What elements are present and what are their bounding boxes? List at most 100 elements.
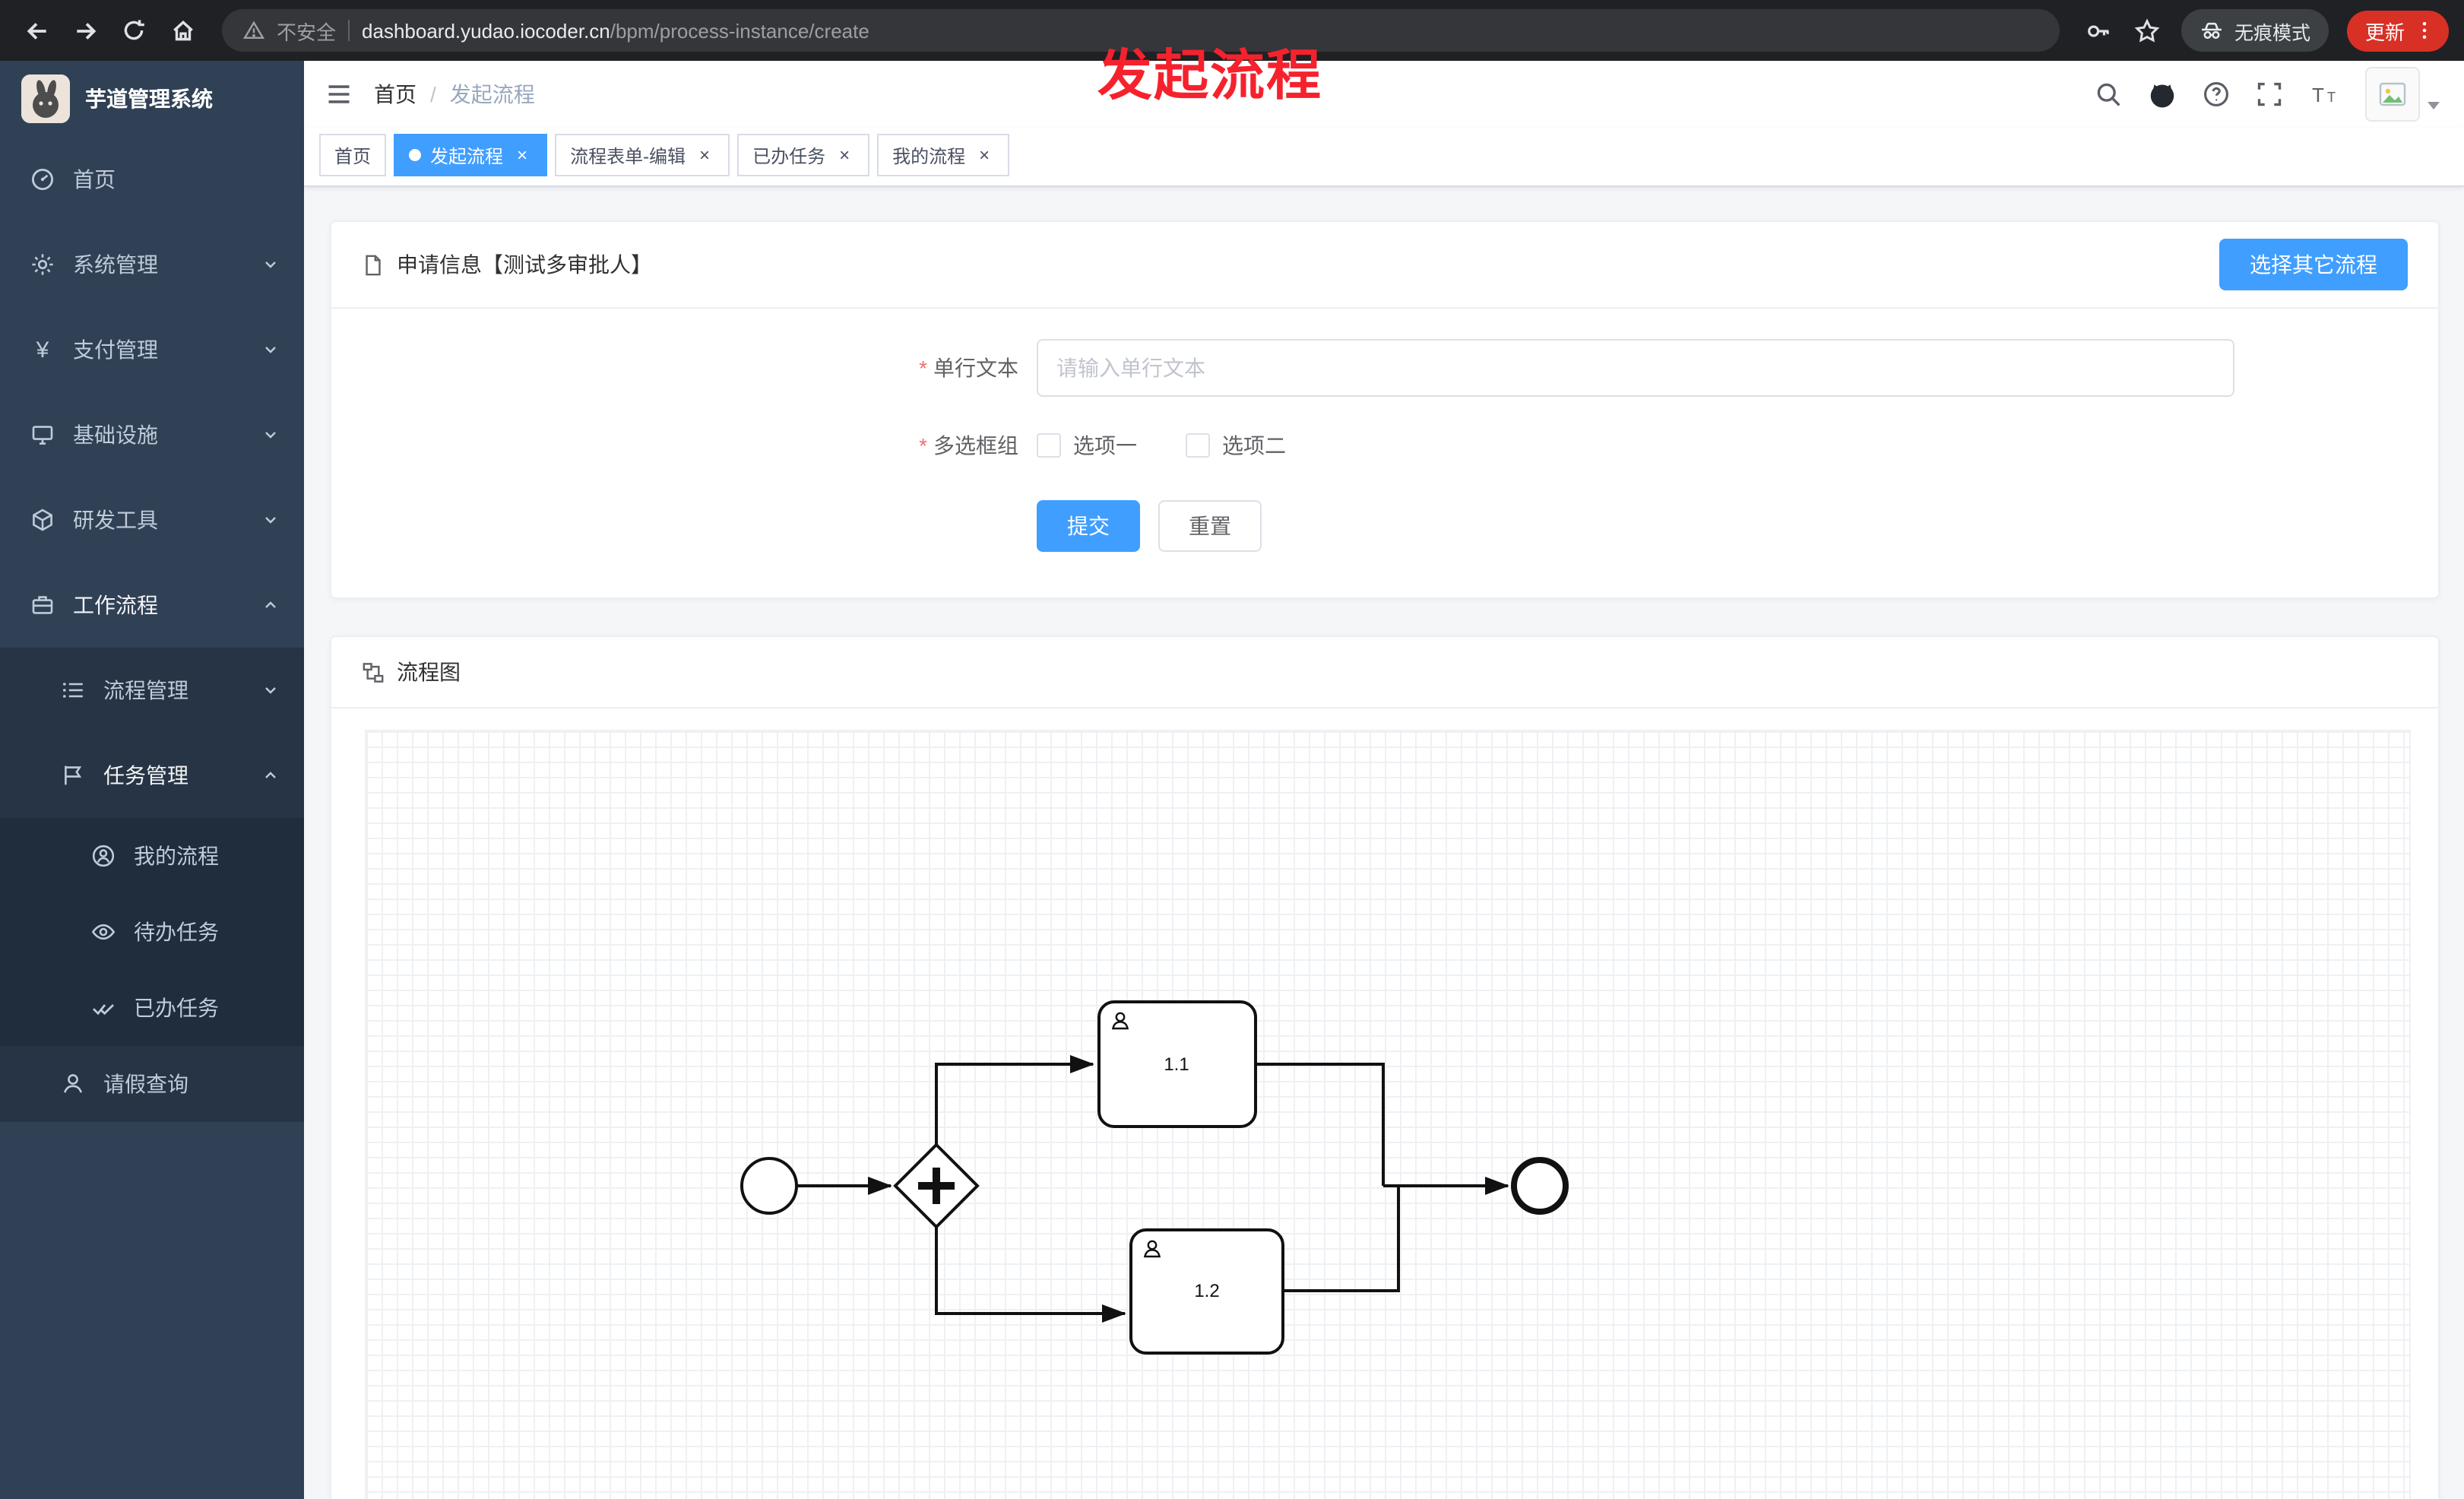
hamburger-icon[interactable]: [325, 81, 353, 108]
bpmn-canvas[interactable]: 1.1 1.2: [365, 730, 2411, 1499]
breadcrumb: 首页 / 发起流程: [374, 79, 535, 109]
required-asterisk: *: [919, 433, 927, 458]
url-text[interactable]: dashboard.yudao.iocoder.cn/bpm/process-i…: [362, 19, 869, 42]
person-icon: [61, 1072, 85, 1096]
chevron-up-icon: [261, 766, 280, 784]
checkbox-label: 选项二: [1222, 433, 1286, 458]
end-event: [1511, 1157, 1569, 1215]
chevron-down-icon: [261, 511, 280, 529]
select-other-process-button[interactable]: 选择其它流程: [2219, 239, 2408, 290]
sidebar-item-my-processes[interactable]: 我的流程: [0, 818, 304, 894]
user-icon: [1111, 1012, 1129, 1030]
sidebar-item-label: 任务管理: [103, 763, 188, 788]
incognito-icon: [2200, 18, 2224, 43]
home-button[interactable]: [161, 9, 204, 52]
yen-icon: ¥: [36, 337, 49, 363]
close-icon[interactable]: [835, 145, 854, 165]
tab-home[interactable]: 首页: [319, 134, 387, 176]
sidebar-item-process-management[interactable]: 流程管理: [0, 648, 304, 733]
breadcrumb-home[interactable]: 首页: [374, 82, 416, 106]
checkbox-option-1[interactable]: 选项一: [1037, 430, 1137, 461]
svg-text:T: T: [2327, 90, 2336, 105]
reload-button[interactable]: [112, 9, 155, 52]
password-key-icon[interactable]: [2078, 9, 2120, 52]
tab-label: 首页: [334, 145, 372, 166]
tab-initiate-process[interactable]: 发起流程: [394, 134, 548, 176]
update-label: 更新: [2364, 21, 2405, 43]
flow-task1-out: [1256, 1063, 1385, 1186]
sidebar-item-task-management[interactable]: 任务管理: [0, 733, 304, 818]
single-line-text-input[interactable]: [1037, 339, 2234, 397]
task-label: 1.1: [1164, 1054, 1189, 1075]
gear-icon: [30, 252, 55, 277]
card-header: 申请信息【测试多审批人】 选择其它流程: [331, 222, 2438, 309]
tab-process-form-edit[interactable]: 流程表单-编辑: [555, 134, 730, 176]
sidebar-item-system-management[interactable]: 系统管理: [0, 222, 304, 307]
close-icon[interactable]: [695, 145, 714, 165]
flow-gateway-to-task2: [935, 1225, 1126, 1323]
sidebar-item-home[interactable]: 首页: [0, 137, 304, 222]
back-button[interactable]: [15, 9, 58, 52]
reset-button[interactable]: 重置: [1158, 500, 1262, 552]
tags-view-bar: 首页 发起流程 流程表单-编辑 已办任务 我的流程: [304, 128, 2464, 187]
user-menu[interactable]: [2365, 67, 2440, 122]
sidebar-logo[interactable]: 芋道管理系统: [0, 61, 304, 137]
tab-label: 发起流程: [430, 145, 504, 166]
submit-button[interactable]: 提交: [1037, 500, 1140, 552]
sidebar-item-label: 待办任务: [134, 920, 219, 944]
incognito-label: 无痕模式: [2234, 22, 2310, 43]
breadcrumb-separator: /: [430, 82, 436, 106]
app-title: 芋道管理系统: [85, 87, 213, 111]
sidebar-item-label: 请假查询: [103, 1072, 188, 1096]
close-icon[interactable]: [974, 145, 994, 165]
checkbox-label: 选项一: [1073, 433, 1137, 458]
user-task-1-1: [1097, 1000, 1257, 1128]
sidebar-item-workflow[interactable]: 工作流程: [0, 563, 304, 648]
field-label: *单行文本: [919, 356, 1018, 380]
task-submenu: 我的流程 待办任务 已办任务: [0, 818, 304, 1046]
sidebar-item-done-tasks[interactable]: 已办任务: [0, 970, 304, 1046]
sidebar-item-label: 研发工具: [73, 508, 158, 532]
sidebar-item-payment-management[interactable]: ¥ 支付管理: [0, 307, 304, 392]
address-bar[interactable]: 不安全 dashboard.yudao.iocoder.cn/bpm/proce…: [222, 9, 2060, 52]
diagram-card-title: 流程图: [397, 660, 461, 684]
fullscreen-icon[interactable]: [2256, 81, 2283, 108]
url-domain: dashboard.yudao.iocoder.cn: [362, 19, 610, 42]
checkbox-icon[interactable]: [1186, 433, 1210, 458]
svg-text:T: T: [2312, 84, 2324, 106]
bookmark-star-icon[interactable]: [2127, 9, 2169, 52]
tab-label: 我的流程: [892, 145, 966, 166]
card-title: 流程图: [362, 657, 461, 687]
card-title: 申请信息【测试多审批人】: [362, 249, 652, 280]
help-icon[interactable]: [2203, 81, 2230, 108]
form-actions: 提交 重置: [1037, 500, 2438, 552]
sidebar-item-leave-query[interactable]: 请假查询: [0, 1046, 304, 1122]
sidebar-item-label: 首页: [73, 167, 116, 192]
required-asterisk: *: [919, 356, 927, 380]
tab-done-tasks[interactable]: 已办任务: [737, 134, 870, 176]
search-icon[interactable]: [2095, 81, 2122, 108]
github-icon[interactable]: [2148, 80, 2177, 109]
forward-button[interactable]: [64, 9, 106, 52]
security-label[interactable]: 不安全: [277, 21, 337, 43]
flowchart-icon: [362, 661, 385, 683]
update-button[interactable]: 更新: [2346, 10, 2449, 51]
checkbox-option-2[interactable]: 选项二: [1186, 430, 1286, 461]
checkbox-icon[interactable]: [1037, 433, 1061, 458]
tab-my-processes[interactable]: 我的流程: [877, 134, 1010, 176]
url-path: /bpm/process-instance/create: [610, 19, 869, 42]
bpmn-diagram: 1.1 1.2: [740, 1000, 1569, 1355]
menu-dots-icon[interactable]: [2414, 20, 2435, 41]
sidebar-item-infrastructure[interactable]: 基础设施: [0, 392, 304, 477]
close-icon[interactable]: [512, 145, 532, 165]
form-row-checkbox: *多选框组 选项一 选项二: [331, 430, 2438, 461]
sidebar: 芋道管理系统 首页 系统管理 ¥ 支付管理 基础设施: [0, 61, 304, 1499]
sidebar-item-pending-tasks[interactable]: 待办任务: [0, 894, 304, 970]
form-row-text: *单行文本: [331, 339, 2438, 397]
document-icon: [362, 253, 385, 276]
sidebar-item-dev-tools[interactable]: 研发工具: [0, 477, 304, 563]
chevron-down-icon: [261, 341, 280, 359]
